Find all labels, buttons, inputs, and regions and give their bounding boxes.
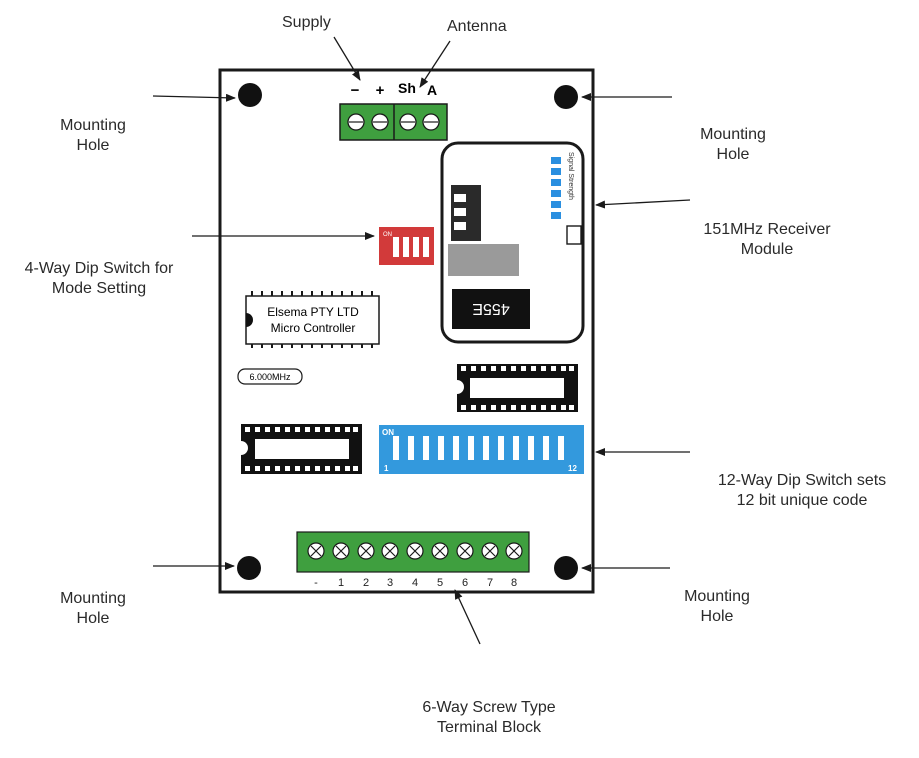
crystal-oscillator	[237, 368, 303, 385]
crystal-label: 6.000MHz	[249, 372, 291, 382]
mounting-hole-bottom-left	[237, 556, 261, 580]
terminal-number: 7	[487, 577, 493, 589]
ic-socket-right	[457, 364, 578, 412]
dip-switch-4way	[379, 227, 434, 265]
ic-label-line2: Micro Controller	[271, 321, 356, 335]
terminal-number: -	[314, 577, 318, 589]
antenna-label: Antenna	[447, 18, 507, 35]
dip4-on-label: ON	[383, 232, 392, 238]
dip-switch-12way	[379, 425, 584, 474]
screw-terminal-block	[296, 531, 530, 573]
terminal-number: 1	[338, 577, 344, 589]
dip12-end-label: 12	[568, 464, 577, 473]
supply-terminal-block	[339, 103, 448, 141]
terminal-number: 8	[511, 577, 517, 589]
terminal-number: 6	[462, 577, 468, 589]
mounting-hole-top-right	[554, 85, 578, 109]
callout-arrows	[152, 36, 691, 645]
antenna-terminal-label: A	[427, 82, 437, 98]
terminal-number: 3	[387, 577, 393, 589]
terminal-number: 5	[437, 577, 443, 589]
terminal-number: 2	[363, 577, 369, 589]
microcontroller-chip	[245, 291, 380, 348]
supply-minus-label: −	[351, 82, 360, 99]
ic-socket-left	[241, 424, 362, 474]
mounting-hole-top-left	[238, 83, 262, 107]
dip12-on-label: ON	[382, 428, 394, 437]
signal-strength-leds	[551, 157, 561, 219]
supply-label: Supply	[282, 14, 331, 31]
signal-strength-label: Signal Strength	[567, 152, 574, 200]
ic-label-line1: Elsema PTY LTD	[267, 305, 359, 319]
receiver-module	[440, 141, 585, 344]
supply-plus-label: +	[376, 82, 385, 99]
circuit-diagram: − + Sh A 455E Signal Strength	[152, 36, 691, 645]
terminal-number: 4	[412, 577, 418, 589]
receiver-chip-label: 455E	[472, 300, 509, 317]
mounting-hole-bottom-right	[554, 556, 578, 580]
dip12-start-label: 1	[384, 464, 389, 473]
shield-label: Sh	[398, 80, 416, 96]
